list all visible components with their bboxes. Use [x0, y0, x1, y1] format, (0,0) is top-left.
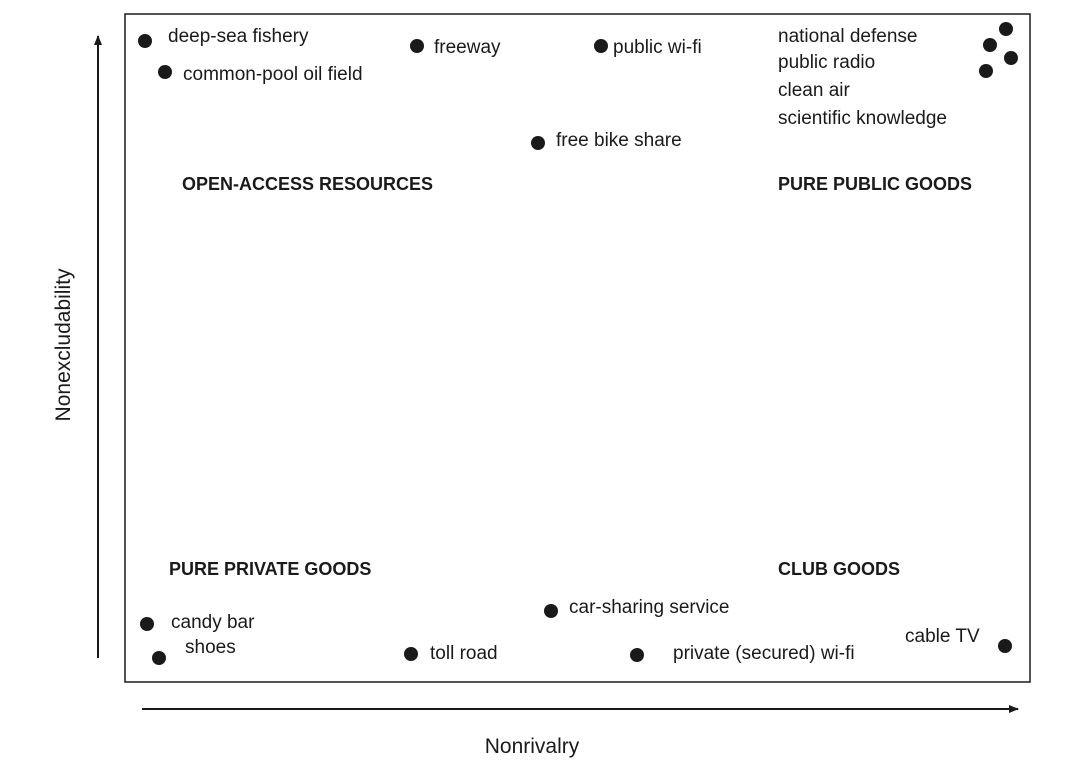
public-goods-clean-air: clean air — [778, 80, 850, 101]
item-public-wifi: public wi-fi — [594, 37, 702, 58]
public-goods-list: national defense public radio clean air … — [778, 26, 947, 129]
item-cable-tv: cable TV — [905, 626, 1012, 653]
point-marker — [410, 39, 424, 53]
item-toll-road: toll road — [404, 643, 498, 664]
item-label: freeway — [434, 37, 501, 58]
plot-frame — [124, 13, 1031, 683]
point-marker — [158, 65, 172, 79]
public-goods-public-radio: public radio — [778, 52, 875, 73]
point-marker — [531, 136, 545, 150]
quadrant-pure-public-goods: PURE PUBLIC GOODS — [778, 174, 972, 194]
item-private-secured-wifi: private (secured) wi-fi — [630, 643, 855, 664]
point-marker — [979, 64, 993, 78]
public-goods-scientific-knowledge: scientific knowledge — [778, 108, 947, 129]
y-axis-title: Nonexcludability — [52, 268, 75, 421]
item-label: private (secured) wi-fi — [673, 643, 855, 664]
item-deep-sea-fishery: deep-sea fishery — [138, 26, 309, 48]
point-marker — [138, 34, 152, 48]
x-axis-title: Nonrivalry — [485, 735, 580, 758]
item-label: candy bar — [171, 612, 255, 633]
item-label: deep-sea fishery — [168, 26, 309, 47]
item-shoes: shoes — [152, 637, 236, 665]
item-label: car-sharing service — [569, 597, 730, 618]
point-marker — [983, 38, 997, 52]
quadrant-club-goods: CLUB GOODS — [778, 559, 900, 579]
quadrant-pure-private-goods: PURE PRIVATE GOODS — [169, 559, 371, 579]
public-goods-national-defense: national defense — [778, 26, 917, 47]
point-marker — [998, 639, 1012, 653]
quadrant-open-access-resources: OPEN-ACCESS RESOURCES — [182, 174, 433, 194]
point-marker — [999, 22, 1013, 36]
point-marker — [544, 604, 558, 618]
item-label: public wi-fi — [613, 37, 702, 58]
item-common-pool-oil-field: common-pool oil field — [158, 64, 363, 85]
item-label: common-pool oil field — [183, 64, 363, 85]
point-marker — [152, 651, 166, 665]
item-label: toll road — [430, 643, 498, 664]
item-label: shoes — [185, 637, 236, 658]
point-marker — [630, 648, 644, 662]
public-goods-point-cluster — [979, 22, 1018, 78]
point-marker — [1004, 51, 1018, 65]
point-marker — [404, 647, 418, 661]
item-candy-bar: candy bar — [140, 612, 255, 633]
item-free-bike-share: free bike share — [531, 130, 682, 151]
item-label: free bike share — [556, 130, 682, 151]
point-marker — [594, 39, 608, 53]
item-car-sharing-service: car-sharing service — [544, 597, 730, 618]
item-label: cable TV — [905, 626, 980, 647]
item-freeway: freeway — [410, 37, 501, 58]
point-marker — [140, 617, 154, 631]
